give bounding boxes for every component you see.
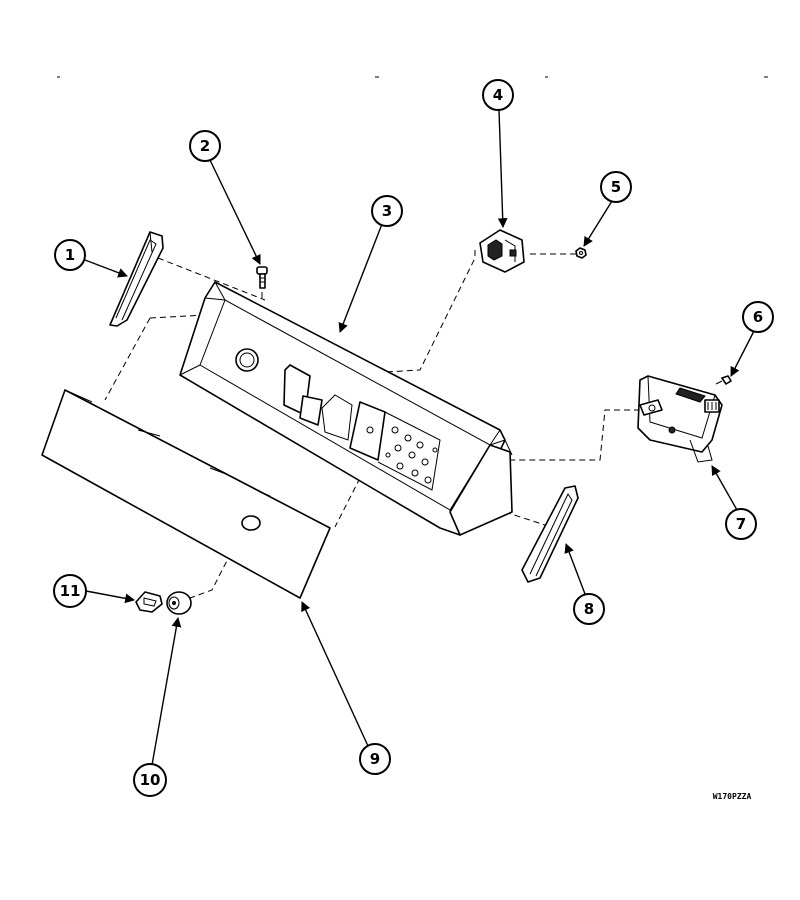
part-1-end-cap-left	[109, 231, 164, 327]
part-8-end-cap-right	[521, 485, 579, 583]
callout-10: 10	[133, 763, 167, 797]
part-10-knob	[166, 591, 192, 615]
callout-5-label: 5	[611, 178, 621, 196]
callout-11: 11	[53, 574, 87, 608]
callout-2-label: 2	[200, 137, 210, 155]
part-7-timer	[637, 375, 723, 463]
callout-5: 5	[600, 171, 632, 203]
leader-lines	[84, 109, 755, 766]
callout-6-label: 6	[753, 308, 763, 326]
part-4-switch	[479, 229, 525, 273]
callout-9: 9	[359, 743, 391, 775]
drawing-code: W170PZZA	[713, 792, 752, 801]
assembly-dashed-lines	[104, 250, 640, 599]
callout-1-label: 1	[65, 246, 75, 264]
part-9-console-front	[41, 389, 331, 599]
callout-7: 7	[725, 508, 757, 540]
callout-1: 1	[54, 239, 86, 271]
callout-9-label: 9	[370, 750, 380, 768]
callout-2: 2	[189, 130, 221, 162]
callout-4: 4	[482, 79, 514, 111]
callout-10-label: 10	[140, 771, 161, 789]
part-3-control-panel	[179, 281, 513, 536]
part-11-knob-insert	[135, 591, 163, 613]
callout-3: 3	[371, 195, 403, 227]
callout-4-label: 4	[493, 86, 503, 104]
callout-7-label: 7	[736, 515, 746, 533]
callout-3-label: 3	[382, 202, 392, 220]
callout-11-label: 11	[60, 582, 81, 600]
callout-8-label: 8	[584, 600, 594, 618]
callout-6: 6	[742, 301, 774, 333]
callout-8: 8	[573, 593, 605, 625]
part-5-nut	[575, 247, 587, 259]
part-2-screw	[256, 266, 268, 289]
panel-holes	[385, 426, 438, 484]
part-6-screw	[715, 375, 732, 385]
